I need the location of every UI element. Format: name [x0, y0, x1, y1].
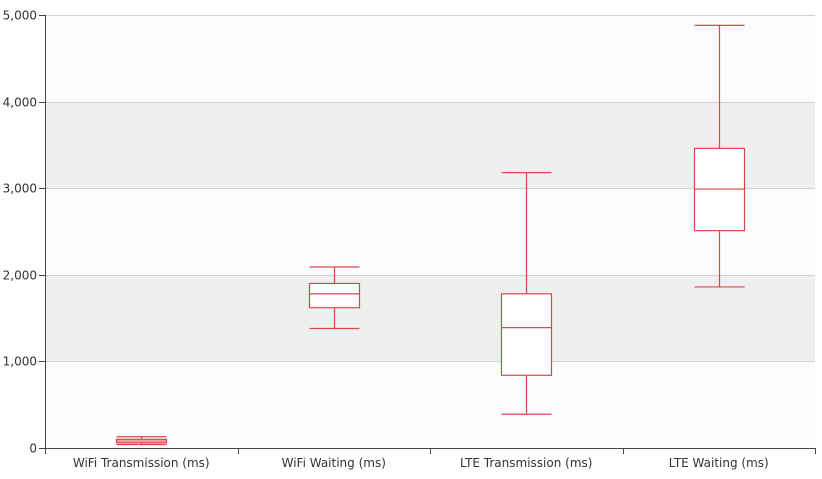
- background-band: [45, 274, 815, 362]
- x-tick-label: LTE Transmission (ms): [460, 456, 592, 470]
- background-band: [45, 101, 815, 189]
- y-tick-label: 4,000: [3, 96, 37, 110]
- y-tick-label: 1,000: [3, 355, 37, 369]
- box-iqr: [500, 293, 553, 376]
- y-tick-label: 0: [29, 442, 37, 456]
- x-tick-label: WiFi Waiting (ms): [282, 456, 386, 470]
- y-tick-label: 5,000: [3, 9, 37, 23]
- x-tick-label: WiFi Transmission (ms): [73, 456, 210, 470]
- background-band: [45, 361, 815, 448]
- box-iqr: [308, 282, 361, 309]
- background-band: [45, 15, 815, 102]
- background-band: [45, 188, 815, 275]
- x-tick-label: LTE Waiting (ms): [669, 456, 769, 470]
- y-tick-label: 3,000: [3, 182, 37, 196]
- y-tick-label: 2,000: [3, 269, 37, 283]
